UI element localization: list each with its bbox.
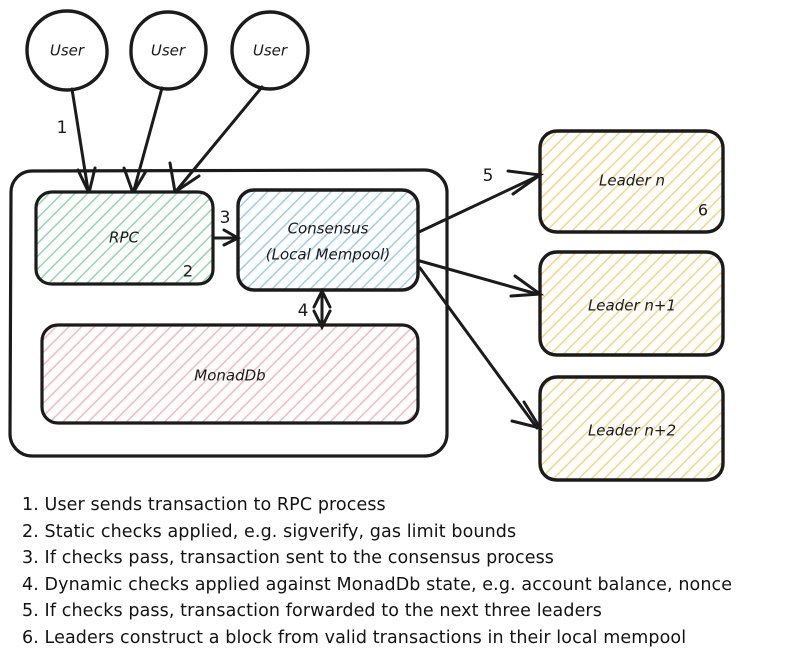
rpc-node[interactable]: RPC 2 [34,190,215,286]
user-node-2[interactable]: User [129,10,208,91]
node-container [8,168,449,458]
legend-item-6: 6. Leaders construct a block from valid … [22,627,687,648]
edge-label-4: 4 [298,301,309,321]
arrow-consensus-to-leader-2 [418,266,544,431]
legend-item-1: 1. User sends transaction to RPC process [22,495,386,515]
legend-item-4: 4. Dynamic checks applied against MonadD… [22,574,733,595]
leader-node-0-corner-number: 6 [698,201,708,220]
monaddb-node[interactable]: MonadDb [40,323,420,425]
arrow-consensus-to-leader-0 [417,169,545,234]
edge-label-3: 3 [220,208,231,228]
user-node-3-label: User [253,42,288,60]
edge-label-1: 1 [57,118,68,138]
leader-node-1[interactable]: Leader n+1 [538,250,725,357]
arrow-rpc-to-consensus [211,228,242,247]
leader-node-2-label: Leader n+2 [588,422,676,440]
leader-node-2[interactable]: Leader n+2 [538,375,725,482]
arrow-consensus-to-monaddb [312,287,332,331]
user-node-3[interactable]: User [230,10,310,91]
rpc-node-corner-number: 2 [183,262,193,281]
monaddb-node-label: MonadDb [194,367,265,385]
edge-label-5: 5 [483,166,494,186]
leader-node-0[interactable]: Leader n 6 [538,129,725,234]
legend-item-5: 5. If checks pass, transaction forwarded… [22,601,602,621]
rpc-node-label: RPC [109,229,139,247]
arrow-user2-to-rpc [122,86,164,197]
user-node-1[interactable]: User [25,9,109,92]
legend-list: 1. User sends transaction to RPC process… [22,492,792,651]
consensus-node-label-line1: Consensus [288,220,369,238]
leader-node-0-label: Leader n [599,172,665,190]
legend-item-2: 2. Static checks applied, e.g. sigverify… [22,521,517,542]
user-node-1-label: User [50,42,85,60]
arrow-user3-to-rpc [168,85,264,195]
user-node-2-label: User [151,42,186,60]
consensus-node[interactable]: Consensus (Local Mempool) [236,188,420,292]
arrow-user1-to-rpc [70,87,97,198]
consensus-node-label-line2: (Local Mempool) [266,246,390,264]
legend-item-3: 3. If checks pass, transaction sent to t… [22,548,555,568]
leader-node-1-label: Leader n+1 [588,297,676,315]
arrow-consensus-to-leader-1 [418,259,545,298]
